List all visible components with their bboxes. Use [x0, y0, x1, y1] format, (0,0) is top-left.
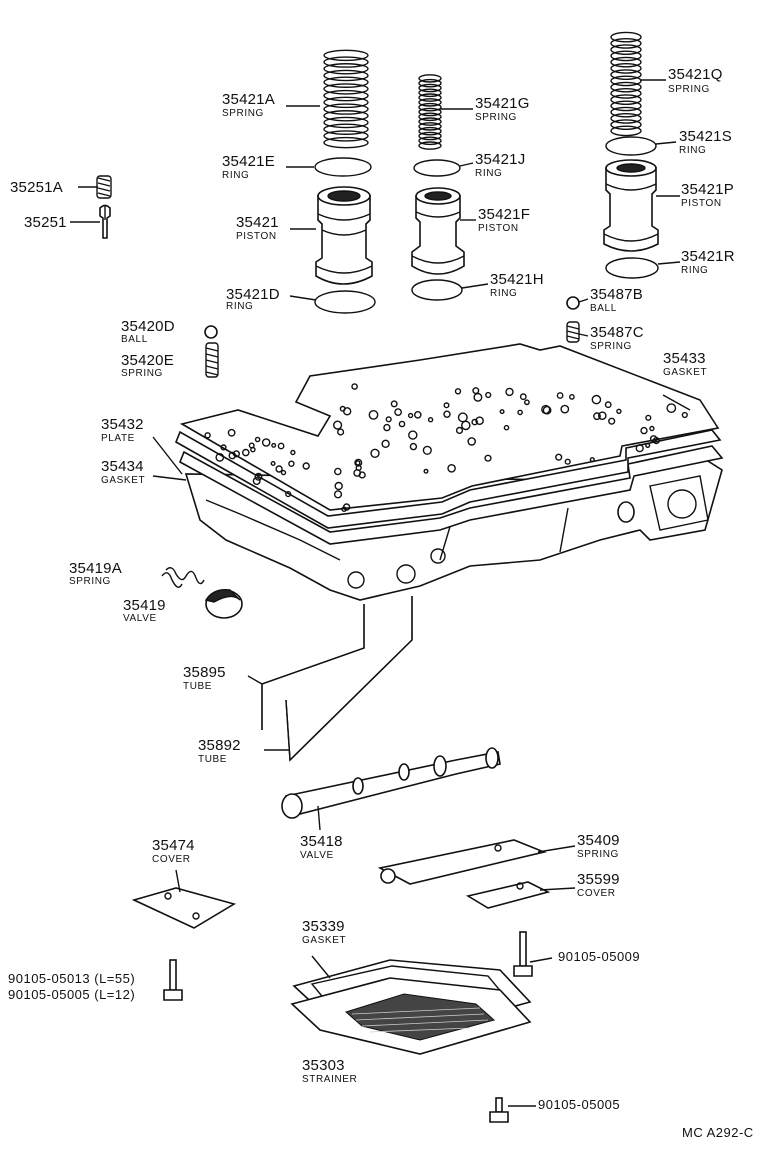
label-35339-name: GASKET — [302, 935, 347, 946]
label-35303-number: 35303 — [302, 1057, 345, 1074]
valve-35419-drawing — [204, 589, 243, 619]
cover-35599-drawing — [465, 881, 551, 909]
spring-35420E-drawing — [205, 342, 219, 378]
ball-35420D-drawing — [204, 325, 218, 339]
label-35409-number: 35409 — [577, 832, 620, 849]
label-35433-number: 35433 — [663, 350, 706, 367]
label-35421G-name: SPRING — [475, 112, 517, 123]
label-35895-number: 35895 — [183, 664, 226, 681]
label-35421H-number: 35421H — [490, 271, 544, 288]
ring-35421H-drawing — [411, 279, 463, 301]
label-35421S-name: RING — [679, 145, 707, 156]
label-35432-name: PLATE — [101, 433, 135, 444]
valve-body-drawing — [174, 343, 724, 601]
label-35420D-name: BALL — [121, 334, 148, 345]
ring-35421D-drawing — [314, 290, 376, 314]
label-35892-name: TUBE — [198, 754, 228, 765]
label-35420E-number: 35420E — [121, 352, 174, 369]
bolt-90105-05005-drawing — [489, 1097, 509, 1123]
label-35487B-name: BALL — [590, 303, 617, 314]
label-35421R-name: RING — [681, 265, 709, 276]
label-35420E-name: SPRING — [121, 368, 163, 379]
label-35421P-number: 35421P — [681, 181, 734, 198]
label-35487B-number: 35487B — [590, 286, 643, 303]
label-bolt-90105-05005: 90105-05005 — [538, 1097, 621, 1112]
label-35892-number: 35892 — [198, 737, 241, 754]
tube-35892-drawing — [285, 596, 413, 762]
spring-35421Q-drawing — [610, 31, 642, 137]
spring-35487C-drawing — [566, 321, 580, 343]
label-35420D-number: 35420D — [121, 318, 175, 335]
label-bolt-90105-05005-l12: 90105-05005 (L=12) — [8, 987, 136, 1002]
label-35339-number: 35339 — [302, 918, 345, 935]
label-35421E-name: RING — [222, 170, 250, 181]
label-35421J-name: RING — [475, 168, 503, 179]
valve-35418-drawing — [281, 747, 501, 819]
label-35421A-number: 35421A — [222, 91, 275, 108]
label-35421P-name: PISTON — [681, 198, 722, 209]
label-35599-number: 35599 — [577, 871, 620, 888]
label-35474-name: COVER — [152, 854, 191, 865]
label-35421D-number: 35421D — [226, 286, 280, 303]
spring-35421A-drawing — [323, 49, 369, 149]
label-35419-number: 35419 — [123, 597, 166, 614]
label-35421F-number: 35421F — [478, 206, 531, 223]
label-35434-name: GASKET — [101, 475, 146, 486]
spring-35251A-drawing — [96, 175, 112, 199]
label-35487C-name: SPRING — [590, 341, 632, 352]
spring-35419A-drawing — [161, 567, 205, 588]
label-35251A-number: 35251A — [10, 179, 63, 196]
piston-35421F-drawing — [411, 187, 465, 275]
footer-code: MC A292-C — [682, 1125, 754, 1140]
label-35421-name: PISTON — [236, 231, 277, 242]
leader-lines — [70, 79, 691, 1107]
ring-35421E-drawing — [314, 157, 372, 177]
label-35419A-number: 35419A — [69, 560, 122, 577]
pin-35251-drawing — [99, 204, 111, 239]
label-35433-name: GASKET — [663, 367, 708, 378]
label-35421J-number: 35421J — [475, 151, 526, 168]
label-35421H-name: RING — [490, 288, 518, 299]
label-35421E-number: 35421E — [222, 153, 275, 170]
spring-35409-drawing — [377, 839, 547, 885]
label-35419A-name: SPRING — [69, 576, 111, 587]
label-35434-number: 35434 — [101, 458, 144, 475]
label-35487C-number: 35487C — [590, 324, 644, 341]
spring-35421G-drawing — [418, 74, 442, 150]
label-35251-number: 35251 — [24, 214, 67, 231]
ball-35487B-drawing — [566, 296, 580, 310]
bolt-90105-05013-drawing — [163, 959, 183, 1001]
piston-35421-drawing — [315, 186, 373, 285]
ring-35421J-drawing — [413, 159, 461, 177]
piston-35421P-drawing — [603, 159, 659, 252]
label-35418-number: 35418 — [300, 833, 343, 850]
label-bolt-90105-05009: 90105-05009 — [558, 949, 641, 964]
label-35599-name: COVER — [577, 888, 616, 899]
label-35421-number: 35421 — [236, 214, 279, 231]
ring-35421S-drawing — [605, 136, 657, 156]
label-35421G-number: 35421G — [475, 95, 530, 112]
label-35421Q-name: SPRING — [668, 84, 710, 95]
strainer-35303-drawing — [290, 977, 532, 1055]
label-35421F-name: PISTON — [478, 223, 519, 234]
label-35895-name: TUBE — [183, 681, 213, 692]
label-35421D-name: RING — [226, 301, 254, 312]
label-bolt-90105-05013: 90105-05013 (L=55) — [8, 971, 136, 986]
label-35418-name: VALVE — [300, 850, 334, 861]
label-35421R-number: 35421R — [681, 248, 735, 265]
label-35421Q-number: 35421Q — [668, 66, 723, 83]
label-35421S-number: 35421S — [679, 128, 732, 145]
label-35474-number: 35474 — [152, 837, 195, 854]
ring-35421R-drawing — [605, 257, 659, 279]
label-35409-name: SPRING — [577, 849, 619, 860]
bolt-90105-05009-drawing — [513, 931, 533, 977]
label-35432-number: 35432 — [101, 416, 144, 433]
tube-35895-drawing — [261, 604, 365, 730]
cover-35474-drawing — [131, 887, 237, 929]
label-35421A-name: SPRING — [222, 108, 264, 119]
label-35419-name: VALVE — [123, 613, 157, 624]
label-35303-name: STRAINER — [302, 1074, 358, 1085]
